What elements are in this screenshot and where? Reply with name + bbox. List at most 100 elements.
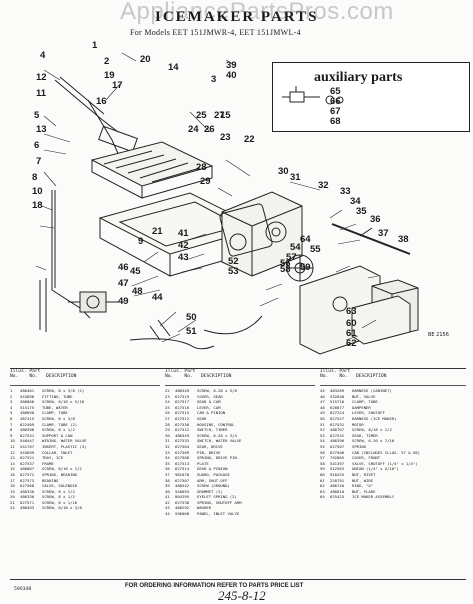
part-number: 483289 <box>330 388 345 393</box>
control-housing <box>221 191 303 277</box>
illus-number: 19 <box>10 488 15 494</box>
illus-number: 4 <box>10 404 13 410</box>
callout-29: 29 <box>200 176 211 187</box>
part-description: NUT, RIVET <box>352 471 376 477</box>
part-description: SWITCH, WATER VALVE <box>197 438 242 444</box>
callout-28: 28 <box>196 162 207 173</box>
callout-2: 2 <box>104 56 110 67</box>
callout-9: 9 <box>138 236 144 247</box>
part-description: VALVE, SHUTOFF (1/4" x 1/4") <box>352 460 418 466</box>
part-description: SCREW, 8 x 3/8 <box>42 415 75 421</box>
part-description: GROMMET (2) <box>197 488 223 494</box>
gear-cover <box>219 203 273 257</box>
illus-number: 59 <box>320 466 325 472</box>
part-description: EYELET SPRING (2) <box>197 494 237 500</box>
illus-number: 62 <box>320 483 325 489</box>
callout-45: 45 <box>130 266 141 277</box>
part-description: BEARING <box>42 477 59 483</box>
callout-24: 24 <box>188 124 199 135</box>
illus-number: 60 <box>320 471 325 477</box>
part-description: SCREW, 6-20 x 7/16 <box>352 438 395 444</box>
part-number: 486396 <box>20 427 35 433</box>
callout-3: 3 <box>211 74 217 85</box>
callout-56: 56 <box>280 258 291 269</box>
illus-number: 22 <box>165 388 170 393</box>
part-number: 220791 <box>330 477 345 483</box>
part-description: INSERT, PLASTIC (3) <box>42 443 87 449</box>
callout-27: 27 <box>214 110 225 121</box>
callout-42: 42 <box>178 240 189 251</box>
part-description: SPRING <box>352 443 367 449</box>
illus-number: 58 <box>320 460 325 466</box>
illus-number: 17 <box>10 477 15 483</box>
part-description: VALVE, SOLENOID <box>42 483 78 489</box>
part-number: 627514 <box>175 466 190 472</box>
page-subtitle: For Models EET 151JMWR-4, EET 151JMWL-4 <box>130 28 301 37</box>
callout-20: 20 <box>140 54 151 65</box>
part-number: 627516 <box>175 404 190 410</box>
part-description: ARM, SHUT-OFF <box>197 477 228 483</box>
part-description: ICE MAKER ASSEMBLY <box>352 494 395 500</box>
illus-number: 3 <box>10 399 13 405</box>
part-description: PLATE <box>197 460 209 466</box>
part-number: 486349 <box>175 388 190 393</box>
callout-30: 30 <box>278 166 289 177</box>
callout-22: 22 <box>244 134 255 145</box>
part-description: WASHER <box>197 505 212 511</box>
illus-number: 61 <box>320 477 325 483</box>
illus-number: 25 <box>165 404 170 410</box>
table-header: Illus. Part No. No. DESCRIPTION <box>165 369 315 386</box>
part-description: SCREW, 8 x 3/8 (2) <box>42 388 85 393</box>
callout-5: 5 <box>34 110 40 121</box>
part-number: 540447 <box>20 438 35 444</box>
callout-53: 53 <box>228 266 239 277</box>
illus-number: 6 <box>10 415 13 421</box>
part-number: 627509 <box>175 449 190 455</box>
part-description: SCREW (GROUND) <box>197 483 230 489</box>
part-number: 532648 <box>330 393 345 399</box>
callout-62: 62 <box>346 338 357 349</box>
part-description: GEAR & CAM <box>197 399 221 405</box>
part-description: COVER, FRONT <box>352 455 381 461</box>
part-number: 627521 <box>20 455 35 461</box>
illus-number: 1 <box>10 388 13 393</box>
illus-number: 7 <box>10 421 13 427</box>
document-code: 590348 <box>14 587 32 592</box>
part-number: 486303 <box>20 505 35 511</box>
callout-12: 12 <box>36 72 47 83</box>
part-description: CAM & PINION <box>197 410 226 416</box>
callout-15: 15 <box>220 110 231 121</box>
callout-49: 49 <box>118 296 129 307</box>
part-description: SPRING, SHUTOFF ARM <box>197 499 242 505</box>
illus-number: 12 <box>10 449 15 455</box>
callout-67: 67 <box>330 106 341 117</box>
callout-25: 25 <box>196 110 207 121</box>
part-description: PIN, DRIVE <box>197 449 221 455</box>
part-number: 627532 <box>330 432 345 438</box>
part-number: 622409 <box>20 421 35 427</box>
illus-number: 8 <box>10 427 13 433</box>
part-number: 487415 <box>20 415 35 421</box>
